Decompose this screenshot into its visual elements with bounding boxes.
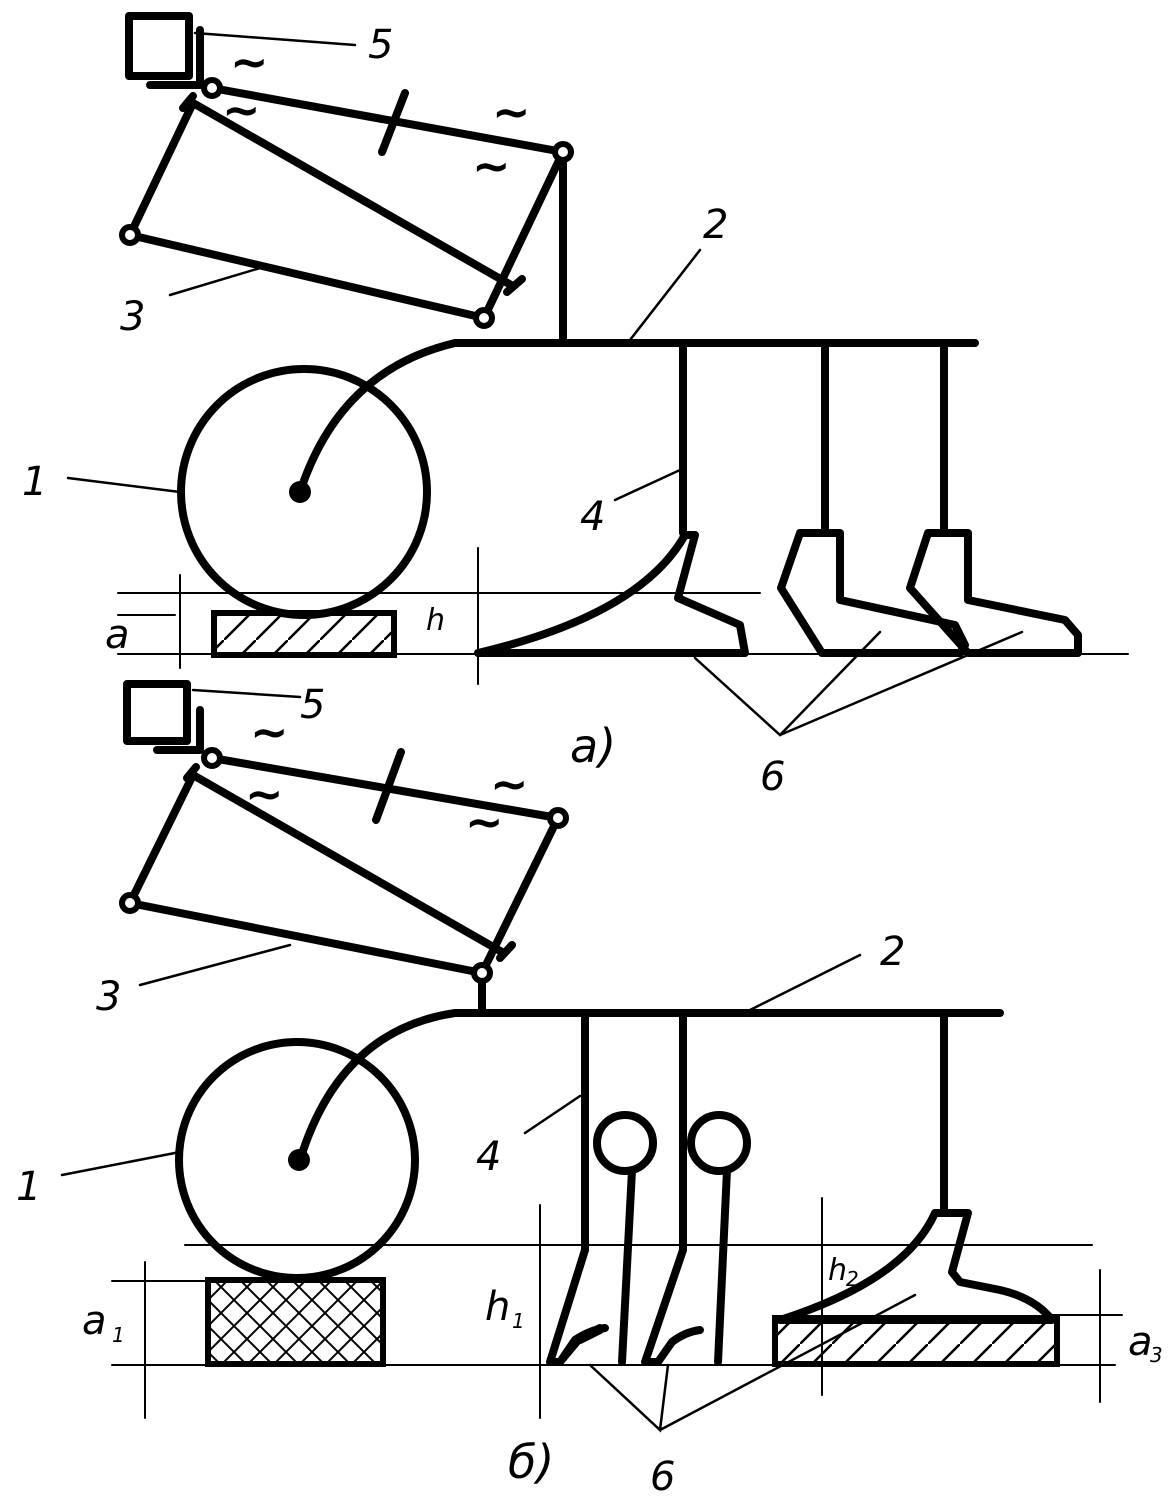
- dim-a3-sub: 3: [1150, 1343, 1163, 1367]
- label-a-2: 2: [703, 202, 728, 248]
- tool-sweep-b: [776, 1209, 1056, 1324]
- leader-tools-b: [588, 1363, 670, 1433]
- figure-b: [60, 680, 1123, 1433]
- leader-linkage-b: [138, 943, 292, 987]
- leader-frame: [628, 248, 702, 342]
- tilde-b-1: ~: [250, 705, 289, 759]
- leader-shank-b: [523, 1094, 582, 1135]
- parallel-linkage-b: [119, 747, 569, 1017]
- caption-a: a): [570, 719, 616, 773]
- leader-frame-b: [748, 953, 862, 1012]
- leader-wheel: [66, 476, 182, 494]
- label-b-1: 1: [16, 1164, 41, 1210]
- figure-a: [66, 12, 1129, 737]
- soil-sample-b-left: [205, 1277, 386, 1367]
- label-a-1: 1: [22, 459, 47, 505]
- tool-sweep-1: [474, 531, 749, 657]
- tilde-b-2: ~: [245, 767, 284, 821]
- tool-chisel-3: [906, 529, 1082, 657]
- label-a-5: 5: [368, 22, 393, 68]
- frame-beam-b: [296, 1009, 1004, 1164]
- sensor-box: [125, 12, 204, 89]
- tool-narrow-2: [641, 1166, 731, 1366]
- label-b-5: 5: [300, 682, 325, 728]
- dim-h1-sub: 1: [512, 1309, 525, 1333]
- leader-tools-a: [693, 630, 882, 737]
- label-a-6: 6: [760, 754, 785, 800]
- tilde-b-3: ~: [490, 757, 529, 811]
- soil-sample-b-right: [772, 1315, 1060, 1367]
- tilde-a-4: ~: [472, 139, 511, 193]
- soil-sample-a: [211, 610, 397, 658]
- tilde-a-2: ~: [222, 83, 261, 137]
- tilde-a-3: ~: [492, 85, 531, 139]
- dim-a1: a: [82, 1298, 107, 1344]
- label-a-4: 4: [580, 494, 605, 540]
- sensor-box-b: [123, 680, 204, 754]
- dim-a3: a: [1128, 1319, 1153, 1365]
- dim-h2: h: [828, 1253, 847, 1288]
- dim-h: h: [426, 603, 445, 638]
- roller-2: [687, 1111, 751, 1175]
- leader-sensor: [193, 31, 357, 47]
- leader-shank: [613, 468, 682, 502]
- dim-a1-sub: 1: [112, 1323, 125, 1347]
- tilde-b-4: ~: [465, 795, 504, 849]
- label-a-3: 3: [120, 294, 145, 340]
- label-b-4: 4: [476, 1134, 501, 1180]
- tilde-a-1: ~: [230, 35, 269, 89]
- leader-wheel-b: [60, 1150, 182, 1177]
- label-b-2: 2: [880, 929, 905, 975]
- tool-chisel-2: [777, 529, 969, 657]
- label-b-3: 3: [96, 974, 121, 1020]
- label-b-6: 6: [650, 1454, 675, 1500]
- frame-beam: [296, 339, 979, 496]
- dim-a: a: [105, 612, 130, 658]
- parallel-linkage: [119, 77, 574, 347]
- dim-h2-sub: 2: [846, 1267, 859, 1291]
- caption-b: б): [508, 1435, 554, 1489]
- leader-sensor-b: [191, 688, 302, 699]
- dim-h1: h: [485, 1284, 510, 1330]
- tool-narrow-1: [546, 1166, 636, 1366]
- leader-linkage: [168, 266, 262, 297]
- roller-1: [593, 1111, 657, 1175]
